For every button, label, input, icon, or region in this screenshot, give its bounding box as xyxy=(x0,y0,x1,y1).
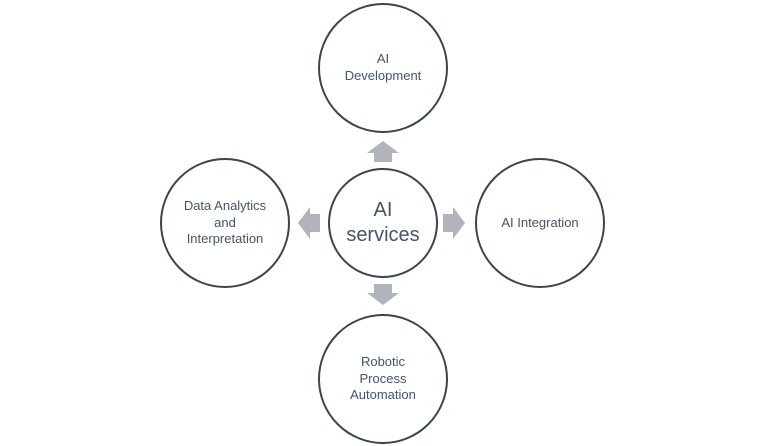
arrow-down-icon xyxy=(367,284,399,305)
node-ai-development-label: AI Development xyxy=(344,51,422,83)
node-data-analytics-label: Data Analytics and Interpretation xyxy=(183,197,267,247)
node-rpa-label: Robotic Process Automation xyxy=(350,353,416,403)
node-ai-services-center: AI services xyxy=(328,168,438,278)
node-ai-integration: AI Integration xyxy=(475,158,605,288)
arrow-left-icon xyxy=(298,207,320,239)
node-ai-integration-label: AI Integration xyxy=(501,214,579,230)
node-data-analytics: Data Analytics and Interpretation xyxy=(160,158,290,288)
node-robotic-process-automation: Robotic Process Automation xyxy=(318,314,448,444)
node-ai-development: AI Development xyxy=(318,3,448,133)
arrow-up-icon xyxy=(367,141,399,162)
arrow-right-icon xyxy=(443,207,465,239)
center-label: AI services xyxy=(346,199,420,246)
